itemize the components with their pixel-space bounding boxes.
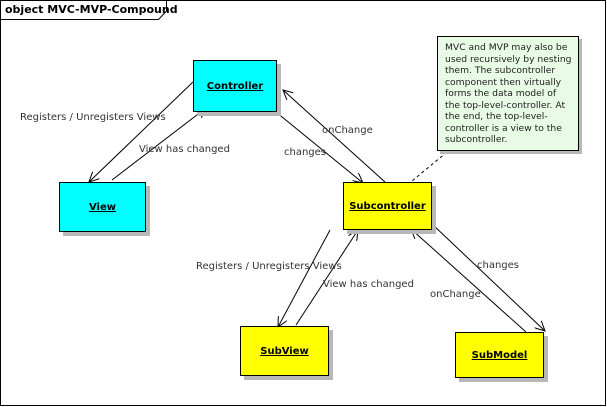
note-box: MVC and MVP may also be used recursively… [437,36,579,151]
edge-view-controller [111,108,206,181]
note-text: MVC and MVP may also be used recursively… [445,42,572,145]
view-label: View [88,201,116,213]
edge-label-controller-view-registers: Registers / Unregisters Views [20,112,166,123]
edge-sub-submodel [431,223,545,331]
edge-sub-controller [283,90,386,183]
subcontroller-node[interactable]: Subcontroller [343,182,432,230]
edge-submodel-sub [411,229,527,333]
frame-title: object MVC-MVP-Compound [5,3,178,16]
subcontroller-label: Subcontroller [349,200,426,212]
edge-label-submodel-sub-onchange: onChange [430,289,481,300]
subview-node[interactable]: SubView [240,326,329,376]
edge-controller-sub [275,111,363,183]
edge-sub-subview [278,229,331,327]
controller-label: Controller [206,80,264,92]
edge-label-sub-subview-registers: Registers / Unregisters Views [196,261,342,272]
edge-label-view-controller-changed: View has changed [139,144,230,155]
edge-label-subview-sub-changed: View has changed [323,279,414,290]
edge-subview-sub [295,230,358,326]
edge-label-sub-controller-onchange: onChange [322,125,373,136]
note-anchor-line [411,151,448,182]
submodel-label: SubModel [471,349,528,361]
edge-label-controller-sub-changes: changes [284,147,327,158]
edge-label-sub-submodel-changes: changes [477,260,520,271]
subview-label: SubView [260,345,309,357]
view-node[interactable]: View [59,182,146,232]
edge-controller-view [89,81,194,182]
controller-node[interactable]: Controller [193,60,277,112]
submodel-node[interactable]: SubModel [455,332,544,378]
frame-tab [0,0,167,20]
